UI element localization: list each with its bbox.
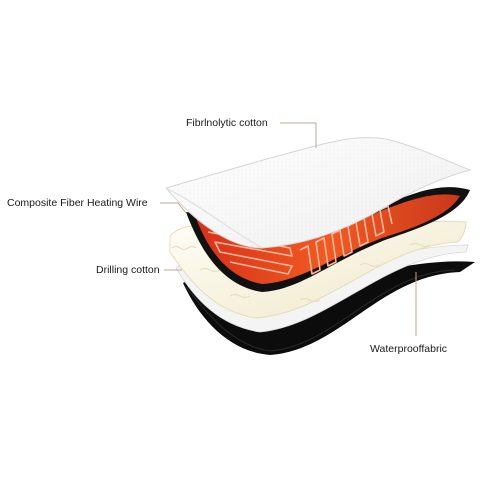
label-drilling-cotton: Drilling cotton [96,264,160,276]
fibrinolytic-cotton-fold [165,187,263,249]
heating-wire-serpentine [207,205,393,275]
fibrinolytic-cotton-texture [166,137,470,248]
label-composite-fiber-heating-wire: Composite Fiber Heating Wire [7,197,148,209]
waterproof-fabric-edge [185,269,456,352]
leader-line-heating [160,202,187,214]
heating-layer [196,194,460,284]
label-waterproof-fabric: Waterproоffabric [370,343,448,355]
leader-line-fibrinolytic [280,122,317,148]
label-fibrinolytic-cotton: Fibrlnolytic cotton [186,117,268,129]
drilling-cotton-fluff [171,242,431,303]
